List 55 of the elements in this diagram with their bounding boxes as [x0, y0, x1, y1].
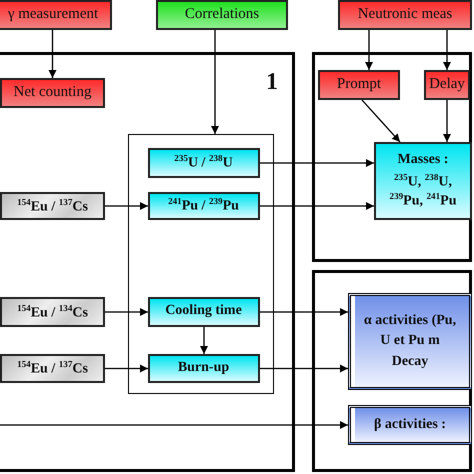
arrow [211, 30, 219, 134]
box-label: Burn-up [178, 360, 230, 376]
panel-frame [0, 52, 295, 472]
arrow [48, 30, 56, 78]
ratio-box [0, 297, 105, 327]
result-box [374, 142, 472, 220]
box-text: $^{235}$U, $^{238}$U, $^{239}$Pu, $^{241}$Pu [388, 172, 458, 210]
box-label: β activities : [374, 416, 446, 434]
arrow [200, 327, 208, 354]
box-label: Net counting [14, 84, 92, 102]
panel-number: 1 [266, 69, 278, 96]
box-label: α activities (Pu, [364, 313, 456, 330]
arrow [0, 421, 348, 429]
arrow [362, 100, 400, 142]
box-label: $^{241}$Pu / $^{239}$Pu [168, 196, 239, 215]
result-box [148, 148, 260, 178]
result-box [148, 192, 260, 220]
arrow [365, 30, 373, 70]
measurement-box [318, 70, 400, 100]
arrow [105, 364, 148, 372]
measurement-box [424, 70, 470, 100]
activity-box [348, 293, 472, 390]
box-label: Prompt [336, 76, 382, 94]
measurement-box [0, 0, 112, 30]
box-label: Cooling time [165, 303, 242, 320]
box-label: $^{235}$U / $^{238}$U [174, 153, 233, 172]
box-label: Masses : [398, 152, 448, 168]
result-box [148, 354, 260, 382]
box-text: U et Pu m [380, 333, 440, 350]
arrow [260, 159, 374, 167]
measurement-box [338, 0, 472, 30]
ratio-box [0, 354, 105, 383]
box-label: $^{154}$Eu / $^{137}$Cs [17, 359, 88, 378]
box-label: $^{154}$Eu / $^{137}$Cs [17, 196, 88, 216]
box-text: Decay [392, 354, 428, 370]
ratio-box [0, 192, 105, 220]
arrow [105, 202, 148, 210]
activity-box [348, 405, 472, 445]
arrow [105, 308, 148, 316]
panel-frame [312, 270, 472, 472]
arrow [260, 364, 348, 372]
box-label: Delay [429, 76, 465, 94]
measurement-box [0, 78, 105, 108]
result-box [148, 296, 260, 326]
arrow [443, 30, 451, 70]
correlation-box [156, 0, 288, 30]
group-box [128, 134, 274, 394]
box-label: $^{154}$Eu / $^{134}$Cs [17, 302, 88, 322]
box-label: γ measurement [8, 6, 98, 24]
arrow [260, 202, 374, 210]
panel-frame [312, 52, 472, 262]
arrow [443, 100, 451, 142]
arrow [260, 308, 348, 316]
box-label: Neutronic meas [358, 6, 452, 24]
box-label: Correlations [184, 6, 260, 24]
